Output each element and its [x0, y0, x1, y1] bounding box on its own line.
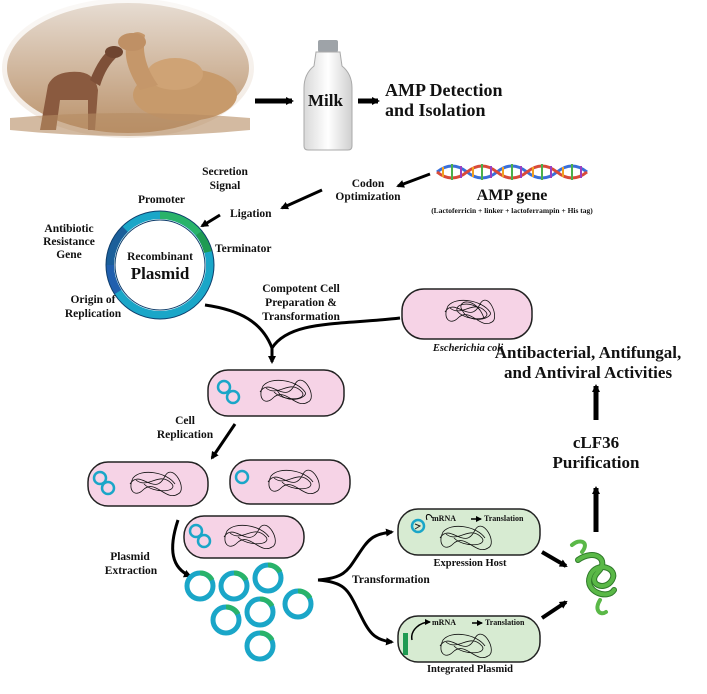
- camel-photo-icon: [0, 0, 259, 143]
- competent-label-1: Compotent Cell: [262, 283, 340, 295]
- extracted-plasmids: [184, 562, 314, 662]
- expression-host-label: Expression Host: [433, 558, 507, 569]
- arrow-cell-replication: [210, 423, 237, 460]
- amp-gene-subtitle: (Lactoferricin + linker + lactoferrampin…: [431, 206, 593, 215]
- translation-label-top: Translation: [484, 514, 524, 523]
- transformation-label: Transformation: [352, 574, 430, 586]
- milk-label: Milk: [308, 91, 343, 110]
- replicated-cell-middle: [183, 515, 305, 559]
- arrow-ligation-to-plasmid: [200, 213, 221, 228]
- transformed-cell: [207, 369, 345, 417]
- mrna-curve-top: [425, 514, 433, 521]
- mrna-label-bottom: mRNA: [432, 618, 456, 627]
- competent-label-3: Transformation: [262, 311, 340, 323]
- expression-host-cell: [397, 508, 541, 556]
- plasmid-label: Plasmid: [130, 264, 190, 283]
- milk-bottle-icon: [303, 40, 353, 151]
- mrna-label-top: mRNA: [432, 514, 456, 523]
- purification-label-1: cLF36: [572, 433, 620, 452]
- arrow-plasmid-extraction: [171, 519, 192, 578]
- plasmid-extraction-label-2: Extraction: [104, 565, 158, 577]
- integrated-plasmid-cell: [397, 615, 541, 663]
- origin-label-1: Origin of: [70, 294, 116, 306]
- purification-label-2: Purification: [552, 453, 640, 472]
- antibiotic-label-3: Gene: [56, 249, 82, 261]
- recombinant-label: Recombinant: [127, 251, 193, 263]
- origin-label-2: Replication: [64, 308, 122, 320]
- integrated-plasmid-label: Integrated Plasmid: [426, 664, 514, 675]
- activities-label-2: and Antiviral Activities: [503, 363, 673, 382]
- arrow-to-integrated-plasmid: [317, 578, 394, 646]
- dna-helix-icon: [436, 164, 588, 180]
- arrow-plasmid-merge: [204, 303, 274, 349]
- ligation-label: Ligation: [230, 208, 272, 220]
- competent-label-2: Preparation &: [265, 297, 337, 309]
- alpha-helix-protein-icon: [570, 539, 617, 616]
- arrow-to-expression-host: [317, 528, 394, 582]
- arrow-host-to-protein: [540, 550, 568, 568]
- activities-label-1: Antibacterial, Antifungal,: [494, 343, 682, 362]
- ecoli-label: Escherichia coli: [432, 343, 504, 354]
- cell-replication-label-2: Replication: [156, 429, 214, 441]
- cell-replication-label-1: Cell: [175, 415, 195, 427]
- signal-label: Signal: [209, 180, 241, 192]
- amp-gene-title: AMP gene: [476, 187, 548, 204]
- antibiotic-label-1: Antibiotic: [44, 223, 94, 235]
- arrow-integrated-to-protein: [540, 600, 568, 620]
- recombinant-plasmid-ring: [105, 210, 215, 320]
- plasmid-extraction-label-1: Plasmid: [110, 551, 150, 563]
- ecoli-cell: [401, 288, 533, 340]
- translation-label-bottom: Translation: [485, 618, 525, 627]
- amp-isolation-label: and Isolation: [385, 100, 486, 120]
- promoter-label: Promoter: [138, 194, 186, 206]
- terminator-label: Terminator: [215, 243, 272, 255]
- replicated-cell-left: [87, 461, 209, 507]
- antibiotic-label-2: Resistance: [43, 236, 95, 248]
- secretion-label: Secretion: [202, 166, 248, 178]
- arrow-ecoli-merge: [270, 316, 401, 349]
- amp-detection-label: AMP Detection: [385, 80, 503, 100]
- replicated-cell-right: [229, 459, 351, 505]
- optimization-label: Optimization: [335, 191, 401, 203]
- codon-label: Codon: [351, 178, 385, 190]
- arrow-gene-to-codon: [396, 172, 431, 188]
- arrow-codon-to-ligation: [280, 188, 323, 210]
